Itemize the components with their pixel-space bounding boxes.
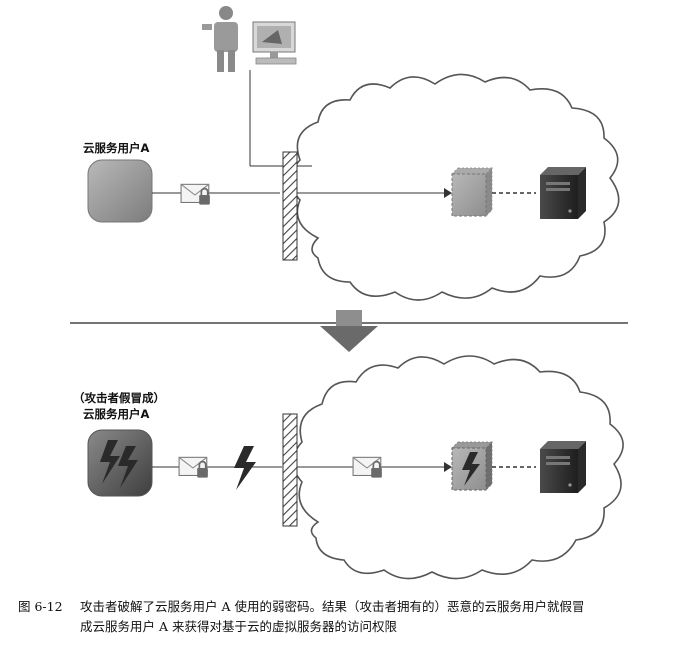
figure-caption: 图 6-12 攻击者破解了云服务用户 A 使用的弱密码。结果（攻击者拥有的）恶意的… (18, 597, 670, 637)
down-arrow-icon (320, 310, 378, 352)
figure-number: 图 6-12 (18, 599, 63, 614)
physical-server-icon (540, 167, 586, 219)
admin-person-computer-icon (202, 6, 297, 72)
firewall-icon-bottom (282, 413, 298, 527)
firewall-icon (282, 151, 298, 261)
attacker-lightning-icon (100, 440, 138, 488)
diagram-canvas (70, 6, 628, 580)
attacker-cloud-user-a-label: 云服务用户A (83, 407, 150, 421)
caption-line-1: 攻击者破解了云服务用户 A 使用的弱密码。结果（攻击者拥有的）恶意的云服务用户就… (80, 599, 585, 614)
physical-server-icon-bottom (540, 441, 586, 493)
caption-line-2: 成云服务用户 A 来获得对基于云的虚拟服务器的访问权限 (80, 619, 397, 634)
lightning-attack-icon (234, 446, 256, 490)
virtual-server-icon (451, 167, 493, 217)
envelope-lock-icon-cloud (352, 456, 383, 479)
attacker-impersonation-label: （攻击者假冒成） (73, 391, 165, 405)
envelope-lock-icon-attacker (178, 456, 209, 479)
cloud-user-a-box (87, 159, 153, 223)
arrowhead (444, 188, 452, 198)
envelope-lock-icon (180, 183, 211, 206)
compromised-virtual-server-icon (451, 441, 493, 491)
cloud-user-a-label: 云服务用户A (83, 141, 150, 155)
arrowhead-bottom (444, 462, 452, 472)
